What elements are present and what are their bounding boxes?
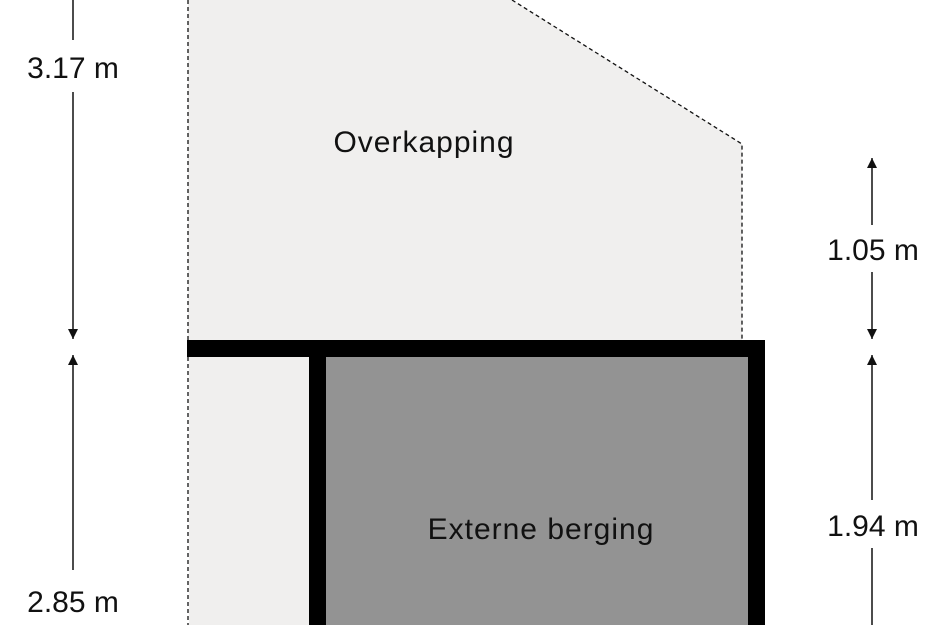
overkapping-dashed-outline <box>511 0 743 341</box>
overkapping-area <box>188 0 742 341</box>
side-passage-area <box>189 356 309 625</box>
overkapping-label: Overkapping <box>333 126 514 159</box>
right-wall <box>748 340 765 625</box>
right-upper-dimension-label: 1.05 m <box>827 234 919 267</box>
inner-left-wall <box>309 340 326 625</box>
top-wall <box>187 340 765 357</box>
externe-berging-label: Externe berging <box>428 513 655 546</box>
left-upper-dimension-label: 3.17 m <box>27 52 119 85</box>
right-lower-dimension-label: 1.94 m <box>827 510 919 543</box>
left-lower-dimension-label: 2.85 m <box>27 586 119 619</box>
externe-berging-area <box>326 356 748 625</box>
